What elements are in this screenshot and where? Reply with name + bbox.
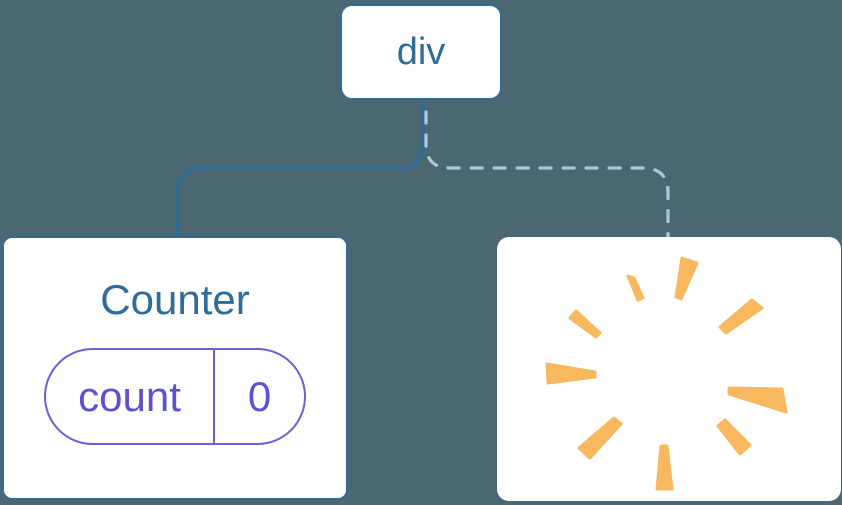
poof-ray (718, 298, 764, 335)
poof-ray (674, 256, 699, 301)
poof-ray (568, 309, 602, 339)
state-key-label: count (46, 350, 215, 444)
poof-ray (727, 386, 788, 414)
div-node-label: div (396, 31, 446, 73)
state-pill: count 0 (44, 348, 306, 446)
poof-ray (545, 362, 597, 385)
solid-edge-to-counter (175, 100, 425, 237)
poof-ray (716, 418, 752, 456)
dashed-edge-to-removed (424, 110, 670, 240)
state-value-label: 0 (247, 372, 272, 420)
poof-ray (626, 274, 645, 302)
tree-node-div: div (340, 4, 502, 100)
poof-ray (655, 444, 674, 491)
tree-node-counter: Counter count 0 (2, 236, 348, 500)
poof-icon (545, 256, 788, 491)
poof-ray (577, 416, 623, 460)
tree-node-removed (497, 237, 841, 501)
counter-title: Counter (100, 276, 250, 323)
